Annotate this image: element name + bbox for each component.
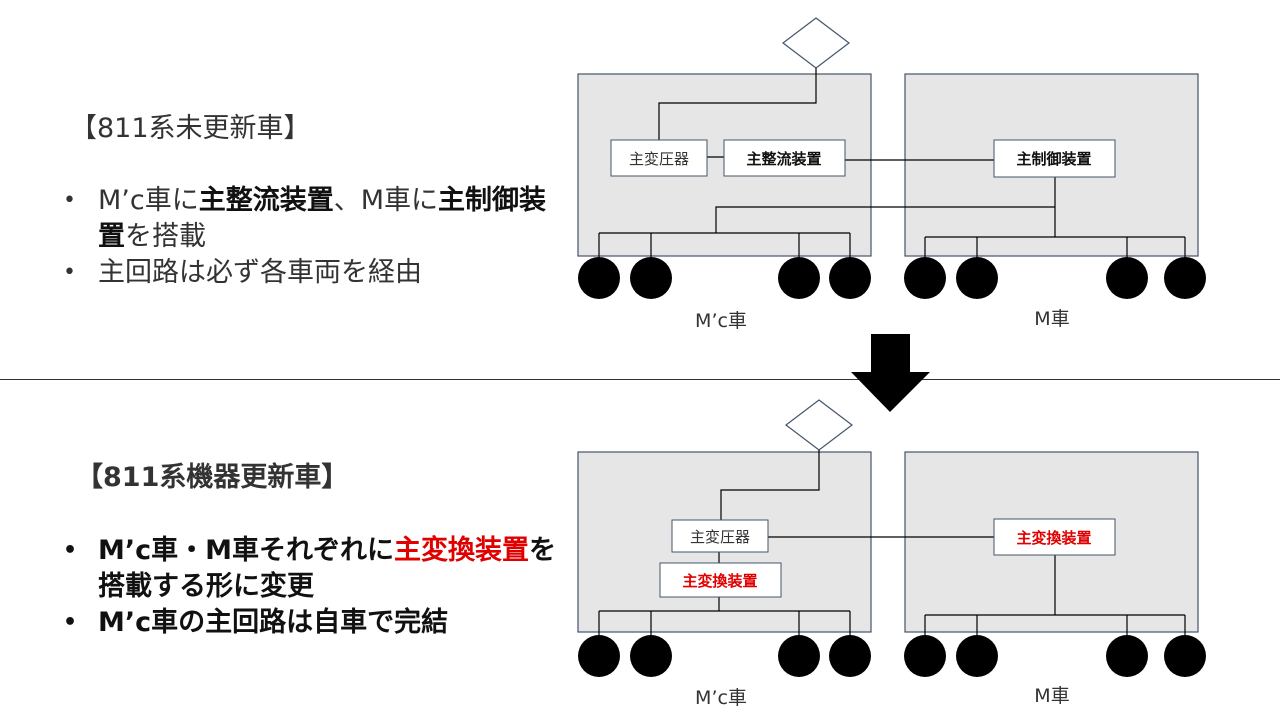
- car-label-left: M’c車: [695, 687, 747, 709]
- wheel: [630, 635, 672, 677]
- wheel: [956, 635, 998, 677]
- controller-box: [993, 139, 1116, 178]
- bullet-text: M’c車の主回路は自車で完結: [98, 607, 448, 638]
- bullet-item: M’c車・M車それぞれに主変換装置を搭載する形に変更: [58, 533, 558, 605]
- plain-text: 、M車に: [333, 185, 439, 216]
- wheel: [778, 635, 820, 677]
- car-label-right: M車: [1034, 685, 1069, 707]
- diagram-renewed: 主変圧器 主変換装置 主変換装置 M’c車 M車: [577, 399, 1206, 709]
- emphasis-text: 主整流装置: [198, 185, 334, 216]
- converter-box-right: [993, 518, 1116, 556]
- wheel: [1106, 635, 1148, 677]
- wheel: [829, 257, 871, 299]
- emphasis-text: M’c車の主回路は自車で完結: [98, 607, 449, 638]
- bullet-list-unrenewed: M’c車に主整流装置、M車に主制御装置を搭載 主回路は必ず各車両を経由: [58, 183, 548, 291]
- emphasis-text: 主制御装置: [98, 185, 547, 252]
- heading-unrenewed: 【811系未更新車】: [70, 113, 311, 144]
- transformer-box: [671, 519, 769, 553]
- car-label-right: M車: [1034, 308, 1069, 330]
- circuit-wiring: [598, 68, 1186, 258]
- wheel: [1164, 257, 1206, 299]
- bullet-text: 主回路は必ず各車両を経由: [98, 257, 422, 288]
- wheel: [578, 635, 620, 677]
- bullet-text: M’c車・M車それぞれに主変換装置を搭載する形に変更: [98, 535, 556, 602]
- converter-label-right: 主変換装置: [1016, 529, 1091, 547]
- rectifier-label: 主整流装置: [746, 150, 821, 168]
- rectifier-box: [723, 139, 846, 177]
- circuit-wiring: [598, 450, 1186, 636]
- plain-text: を搭載: [125, 221, 206, 252]
- pantograph-icon: [782, 17, 850, 69]
- down-arrow-icon: [851, 334, 930, 412]
- diagram-unrenewed: 主変圧器 主整流装置 主制御装置 M’c車 M車: [577, 17, 1206, 332]
- emphasis-text: を搭載する形に変更: [98, 535, 556, 602]
- wheel: [630, 257, 672, 299]
- wheel: [1164, 635, 1206, 677]
- wheel: [829, 635, 871, 677]
- emphasis-red-text: 主変換装置: [394, 535, 529, 566]
- bullet-item: 主回路は必ず各車両を経由: [58, 255, 548, 291]
- bullet-list-renewed: M’c車・M車それぞれに主変換装置を搭載する形に変更 M’c車の主回路は自車で完…: [58, 533, 558, 641]
- emphasis-text: M’c車・M車それぞれに: [98, 535, 394, 566]
- transformer-box: [610, 139, 708, 177]
- controller-label: 主制御装置: [1016, 150, 1091, 168]
- car-label-left: M’c車: [695, 310, 747, 332]
- bullet-item: M’c車に主整流装置、M車に主制御装置を搭載: [58, 183, 548, 255]
- transformer-label: 主変圧器: [690, 528, 750, 546]
- transformer-label: 主変圧器: [629, 150, 689, 168]
- wheel: [578, 257, 620, 299]
- pantograph-icon: [785, 399, 853, 451]
- converter-label-left: 主変換装置: [682, 572, 757, 590]
- bullet-text: M’c車に主整流装置、M車に主制御装置を搭載: [98, 185, 546, 252]
- converter-box-left: [659, 562, 782, 598]
- section-divider: [0, 379, 1280, 380]
- wheel: [904, 635, 946, 677]
- wheel: [956, 257, 998, 299]
- wheel: [904, 257, 946, 299]
- wheel: [778, 257, 820, 299]
- bullet-item: M’c車の主回路は自車で完結: [58, 605, 558, 641]
- plain-text: 主回路は必ず各車両を経由: [98, 257, 422, 288]
- wheel: [1106, 257, 1148, 299]
- heading-renewed: 【811系機器更新車】: [76, 462, 349, 493]
- plain-text: M’c車に: [98, 185, 199, 216]
